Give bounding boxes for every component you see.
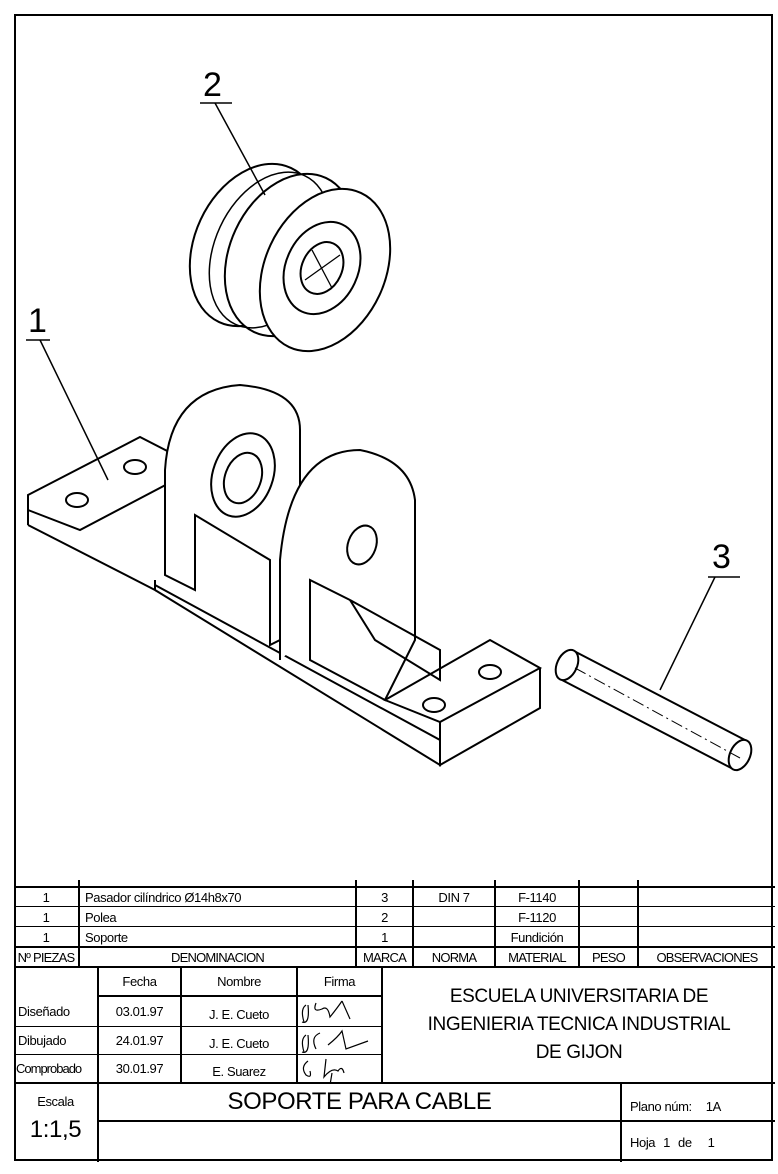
role: Comprobado bbox=[16, 1061, 82, 1076]
scale-value: 1:1,5 bbox=[29, 1116, 82, 1143]
sheet-number: Hoja 1 de 1 bbox=[622, 1126, 775, 1158]
date: 30.01.97 bbox=[115, 1061, 164, 1076]
sheet-label: Hoja bbox=[630, 1134, 656, 1150]
part-name: Polea bbox=[85, 909, 117, 925]
school-line: DE GIJON bbox=[535, 1042, 623, 1063]
norm: DIN 7 bbox=[438, 889, 470, 905]
name: J. E. Cueto bbox=[209, 1007, 269, 1022]
isometric-drawing bbox=[26, 102, 753, 772]
header-date: Fecha bbox=[122, 974, 157, 989]
header-qty: Nº PIEZAS bbox=[17, 949, 76, 965]
mark: 1 bbox=[381, 929, 388, 945]
header-name: Nombre bbox=[217, 974, 261, 989]
mark: 3 bbox=[381, 889, 388, 905]
sheet-value: 1 bbox=[663, 1134, 670, 1150]
support-part bbox=[27, 383, 543, 767]
pin-part bbox=[554, 648, 753, 772]
balloon-1: 1 bbox=[28, 302, 47, 340]
qty: 1 bbox=[42, 929, 50, 945]
mark: 2 bbox=[381, 909, 388, 925]
header-material: MATERIAL bbox=[508, 949, 566, 965]
role: Diseñado bbox=[18, 1004, 70, 1019]
name: E. Suarez bbox=[212, 1064, 266, 1079]
material: Fundición bbox=[510, 929, 564, 945]
school-name: ESCUELA UNIVERSITARIA DE INGENIERIA TECN… bbox=[383, 969, 775, 1081]
qty: 1 bbox=[42, 909, 50, 925]
material: F-1120 bbox=[518, 909, 556, 925]
signatures bbox=[301, 1000, 369, 1082]
part-name: Pasador cilíndrico Ø14h8x70 bbox=[85, 889, 242, 905]
qty: 1 bbox=[42, 889, 50, 905]
balloon-2: 2 bbox=[203, 66, 222, 104]
header-weight: PESO bbox=[592, 949, 626, 965]
drawing-frame bbox=[14, 14, 773, 1161]
header-mark: MARCA bbox=[363, 949, 407, 965]
sheet-total: 1 bbox=[707, 1134, 715, 1150]
header-norm: NORMA bbox=[431, 949, 477, 965]
role: Dibujado bbox=[18, 1033, 67, 1048]
leader-lines bbox=[26, 102, 740, 691]
balloon-3: 3 bbox=[712, 538, 731, 576]
school-line: ESCUELA UNIVERSITARIA DE bbox=[449, 986, 709, 1007]
header-signature: Firma bbox=[323, 974, 356, 989]
plan-label: Plano núm: bbox=[630, 1098, 692, 1114]
sheet-of: de bbox=[677, 1134, 692, 1150]
school-line: INGENIERIA TECNICA INDUSTRIAL bbox=[427, 1014, 731, 1035]
material: F-1140 bbox=[518, 889, 556, 905]
date: 03.01.97 bbox=[115, 1004, 164, 1019]
date: 24.01.97 bbox=[115, 1033, 164, 1048]
scale-label: Escala bbox=[37, 1093, 74, 1109]
part-name: Soporte bbox=[85, 929, 128, 945]
header-name: DENOMINACION bbox=[171, 949, 265, 965]
plan-value: 1A bbox=[705, 1098, 722, 1114]
plan-number: Plano núm: 1A bbox=[622, 1092, 775, 1120]
header-notes: OBSERVACIONES bbox=[656, 949, 758, 965]
pulley-part bbox=[188, 162, 392, 353]
drawing-title: SOPORTE PARA CABLE bbox=[227, 1088, 492, 1115]
name: J. E. Cueto bbox=[209, 1036, 269, 1051]
